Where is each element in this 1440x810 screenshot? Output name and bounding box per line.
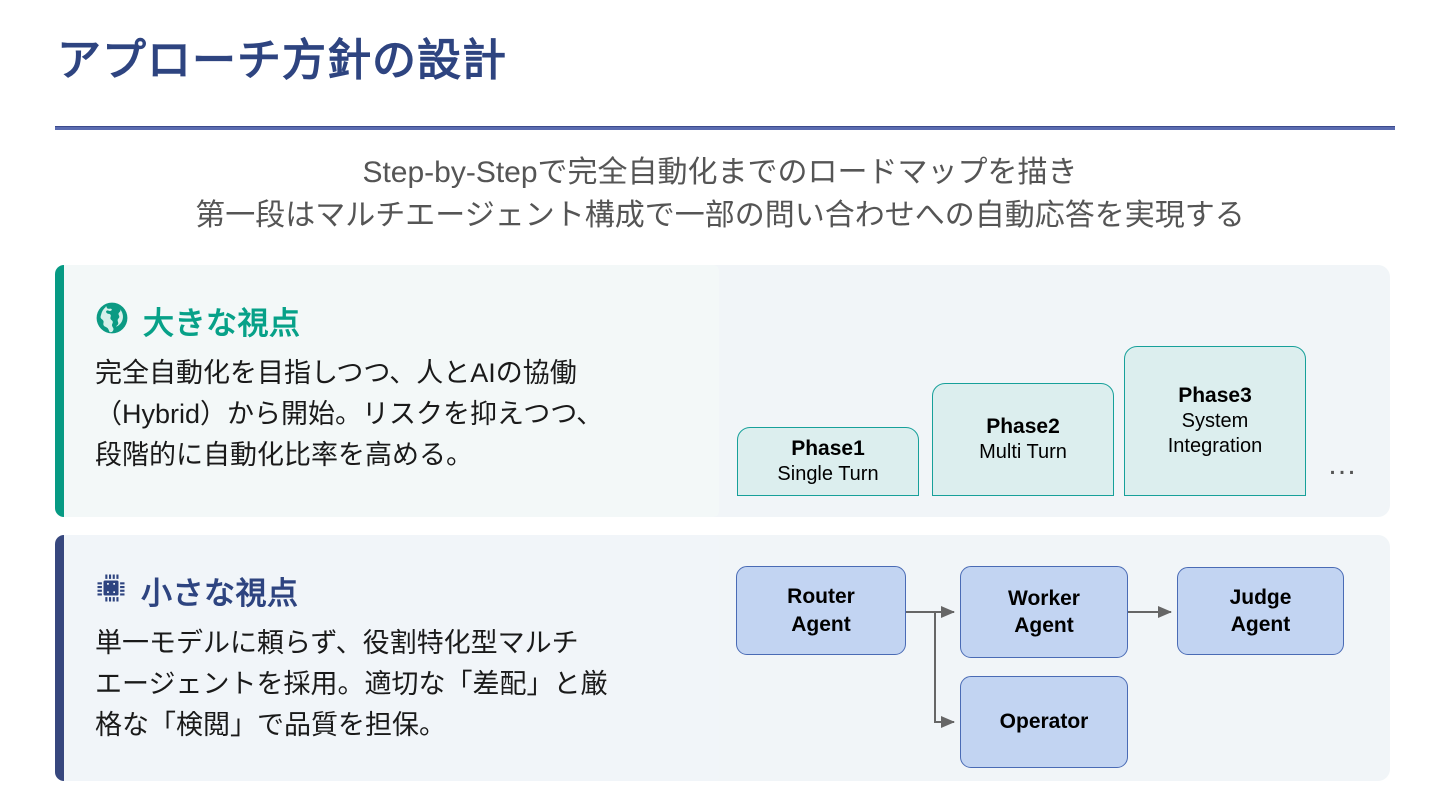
card-body-line: 段階的に自動化比率を高める。 <box>95 440 473 471</box>
agent-label-line: Agent <box>1014 614 1074 637</box>
card-header: 大きな視点 <box>95 298 301 343</box>
chip-icon <box>95 572 127 609</box>
card-big-picture: 大きな視点 完全自動化を目指しつつ、人とAIの協働 （Hybrid）から開始。リ… <box>55 265 1390 517</box>
phase-roadmap-diagram: Phase1 Single Turn Phase2 Multi Turn Pha… <box>737 326 1377 496</box>
agent-label-line: Worker <box>1008 586 1080 610</box>
phase-title: Phase1 <box>791 437 865 461</box>
subtitle: Step-by-Stepで完全自動化までのロードマップを描き 第一段はマルチエー… <box>0 152 1440 237</box>
card-heading: 大きな視点 <box>143 306 301 341</box>
card-body-line: エージェントを採用。適切な「差配」と厳 <box>95 669 608 700</box>
card-header: 小さな視点 <box>95 568 299 613</box>
agent-node-operator: Operator <box>960 676 1128 768</box>
card-text-panel <box>64 535 719 781</box>
card-accent-bar <box>55 265 64 517</box>
phase-title: Phase3 <box>1178 384 1252 408</box>
card-body-text: 単一モデルに頼らず、役割特化型マルチ エージェントを採用。適切な「差配」と厳 格… <box>95 623 705 746</box>
phase-subtitle: System <box>1181 410 1249 433</box>
phase-ellipsis: … <box>1327 448 1359 481</box>
agent-label-line: Router <box>787 585 855 609</box>
card-accent-bar <box>55 535 64 781</box>
card-body-line: 単一モデルに頼らず、役割特化型マルチ <box>95 628 579 658</box>
phase-subtitle: Single Turn <box>777 463 879 486</box>
card-body-line: （Hybrid）から開始。リスクを抑えつつ、 <box>95 399 604 430</box>
phase-block-2: Phase2 Multi Turn <box>932 383 1114 496</box>
title-divider <box>55 126 1395 130</box>
phase-block-1: Phase1 Single Turn <box>737 427 919 496</box>
agent-label-line: Agent <box>1230 613 1291 636</box>
agent-node-judge: Judge Agent <box>1177 567 1344 655</box>
agent-node-worker: Worker Agent <box>960 566 1128 658</box>
card-text-panel <box>64 265 719 517</box>
agent-flow-arrows <box>906 606 1172 728</box>
page-title: アプローチ方針の設計 <box>57 36 507 85</box>
globe-icon <box>95 301 129 340</box>
card-body-text: 完全自動化を目指しつつ、人とAIの協働 （Hybrid）から開始。リスクを抑えつ… <box>95 353 705 476</box>
subtitle-line-1: Step-by-Stepで完全自動化までのロードマップを描き <box>362 156 1078 189</box>
agent-node-router: Router Agent <box>736 566 906 655</box>
phase-subtitle: Multi Turn <box>979 441 1067 464</box>
phase-subtitle: Integration <box>1167 435 1263 458</box>
subtitle-line-2: 第一段はマルチエージェント構成で一部の問い合わせへの自動応答を実現する <box>195 198 1245 232</box>
phase-block-3: Phase3 System Integration <box>1124 346 1306 496</box>
phase-title: Phase2 <box>986 415 1060 439</box>
card-body-line: 格な「検閲」で品質を担保。 <box>95 710 446 741</box>
agent-label-line: Operator <box>999 710 1089 734</box>
agent-flow-diagram: Router Agent Worker Agent Judge Agent Op… <box>736 560 1376 770</box>
agent-label-line: Judge <box>1229 585 1292 609</box>
card-small-picture: 小さな視点 単一モデルに頼らず、役割特化型マルチ エージェントを採用。適切な「差… <box>55 535 1390 781</box>
agent-label-line: Agent <box>791 612 851 636</box>
card-body-line: 完全自動化を目指しつつ、人とAIの協働 <box>95 358 577 388</box>
card-heading: 小さな視点 <box>141 576 299 611</box>
